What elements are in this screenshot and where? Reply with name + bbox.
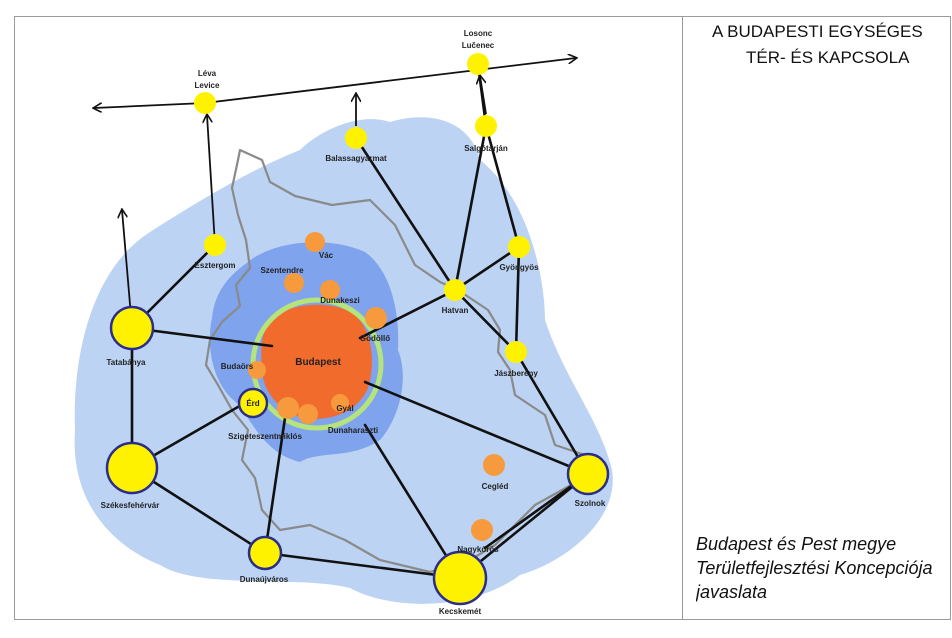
node-godollo — [365, 307, 387, 329]
label-levice: Levice — [195, 81, 220, 90]
label-szekesfehervar: Székesfehérvár — [101, 501, 160, 510]
node-jaszbereny — [505, 341, 527, 363]
label-godollo: Gödöllő — [360, 334, 390, 343]
label-nagykoros: Nagykőrös — [457, 545, 499, 554]
node-tatabanya — [109, 305, 155, 351]
label-vac: Vác — [319, 251, 334, 260]
node-losonc — [467, 53, 489, 75]
label-erd: Érd — [246, 399, 259, 408]
node-dunakeszi — [320, 280, 340, 300]
node-szigetszentmiklos-b — [298, 404, 318, 424]
label-cegled: Cegléd — [482, 482, 509, 491]
node-vac — [305, 232, 325, 252]
node-szigetszentmiklos-a — [277, 397, 299, 419]
label-gyongyos: Gyöngyös — [499, 263, 539, 272]
label-jaszbereny: Jászberény — [494, 369, 538, 378]
label-gyal: Gyál — [336, 404, 353, 413]
connections — [130, 62, 590, 580]
node-nagykoros — [471, 519, 493, 541]
label-budaors: Budaörs — [221, 362, 254, 371]
panel-divider — [682, 16, 683, 620]
caption-line3: javaslata — [696, 582, 768, 602]
node-esztergom — [204, 234, 226, 256]
label-tatabanya: Tatabánya — [107, 358, 147, 367]
label-losonc: Losonc — [464, 29, 493, 38]
secondary-nodes — [248, 232, 505, 541]
node-budaors — [248, 361, 266, 379]
node-salgotarjan — [475, 115, 497, 137]
node-dunaujvaros — [247, 535, 283, 571]
node-gyongyos — [508, 236, 530, 258]
arrow-west — [94, 102, 206, 108]
label-lucenec: Lučenec — [462, 41, 495, 50]
label-szentendre: Szentendre — [260, 266, 304, 275]
node-cegled — [483, 454, 505, 476]
panel-title-line1: A BUDAPESTI EGYSÉGES — [712, 22, 923, 41]
primary-nodes — [105, 53, 610, 606]
node-erd — [237, 387, 269, 419]
node-szolnok — [566, 452, 610, 496]
node-balassagyarmat — [345, 127, 367, 149]
node-hatvan — [444, 279, 466, 301]
node-szekesfehervar — [105, 441, 159, 495]
caption-line1: Budapest és Pest megye — [696, 534, 897, 554]
arrow-east — [204, 58, 576, 104]
label-esztergom: Esztergom — [195, 261, 236, 270]
label-budapest: Budapest — [295, 357, 341, 368]
budapest-core — [261, 304, 372, 419]
network-map: Losonc Lučenec Léva Levice Salgótarján B… — [74, 29, 613, 616]
label-kecskemet: Kecskemét — [439, 607, 482, 616]
figure-caption: Budapest és Pest megye Területfejlesztés… — [696, 532, 952, 604]
label-szigetszentmiklos: Szigeteszentmiklós — [228, 432, 302, 441]
panel-title-line2: TÉR- ÉS KAPCSOLA — [746, 48, 910, 67]
figure-frame — [14, 16, 951, 620]
node-gyal — [331, 394, 349, 412]
arrow-north-leva — [207, 115, 216, 246]
label-balassagyarmat: Balassagyarmat — [325, 154, 387, 163]
node-szentendre — [284, 273, 304, 293]
label-hatvan: Hatvan — [442, 306, 469, 315]
label-leva: Léva — [198, 69, 217, 78]
node-leva — [194, 92, 216, 114]
label-salgotarjan: Salgótarján — [464, 144, 508, 153]
caption-line2: Területfejlesztési Koncepciója — [696, 558, 933, 578]
node-kecskemet — [432, 550, 488, 606]
arrow-north-losonc — [480, 76, 487, 115]
label-dunakeszi: Dunakeszi — [320, 296, 360, 305]
label-szolnok: Szolnok — [575, 499, 606, 508]
label-dunaharaszti: Dunaharaszti — [328, 426, 378, 435]
label-dunaujvaros: Dunaújváros — [240, 575, 289, 584]
